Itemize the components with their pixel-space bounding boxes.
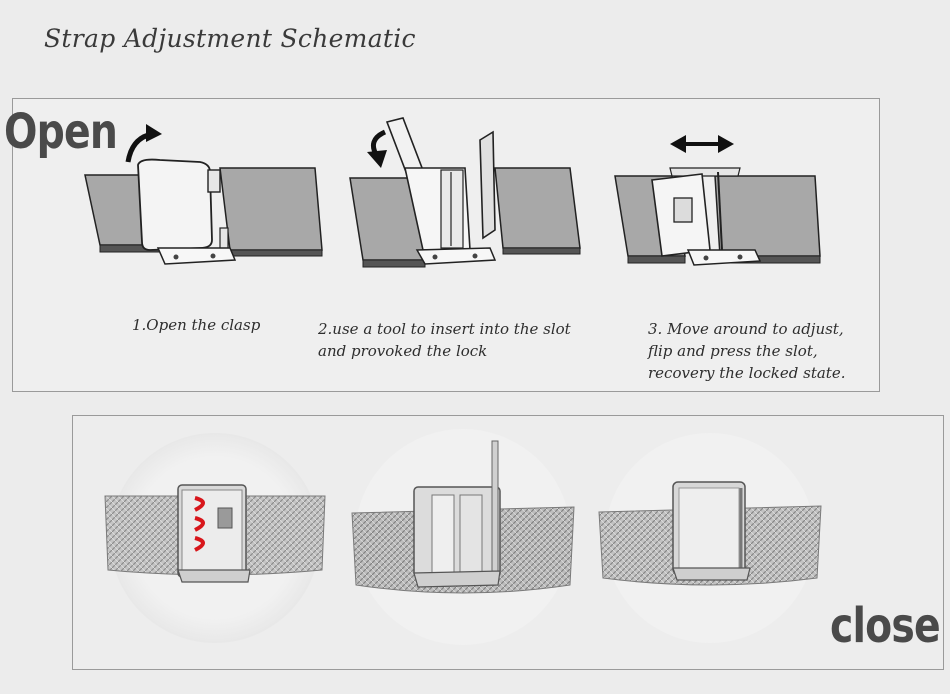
double-arrow-icon (670, 135, 734, 153)
strap-right (219, 167, 323, 251)
step2-caption: 2.use a tool to insert into the slot and… (318, 320, 571, 360)
clasp-photo-1 (104, 433, 326, 643)
step1-caption: 1.Open the clasp (132, 316, 261, 334)
strap-right (714, 175, 821, 257)
clasp-base (415, 247, 497, 265)
tool-pin (491, 440, 499, 572)
step2-diagram (349, 117, 581, 268)
clasp-body (137, 158, 213, 251)
clasp-base (156, 247, 237, 265)
highlight-arrows-icon (194, 496, 205, 552)
clasp-base (686, 249, 762, 266)
step3-caption: 3. Move around to adjust, flip and press… (648, 320, 846, 382)
clasp-photo-3 (598, 433, 822, 643)
close-label: close (830, 598, 941, 654)
clasp-photo-2 (351, 429, 575, 645)
open-label: Open (4, 104, 118, 160)
step1-diagram (84, 124, 323, 265)
page-title: Strap Adjustment Schematic (44, 24, 416, 53)
strap-right (494, 167, 581, 249)
step3-diagram (614, 135, 821, 266)
clasp-flap-right (479, 130, 496, 240)
